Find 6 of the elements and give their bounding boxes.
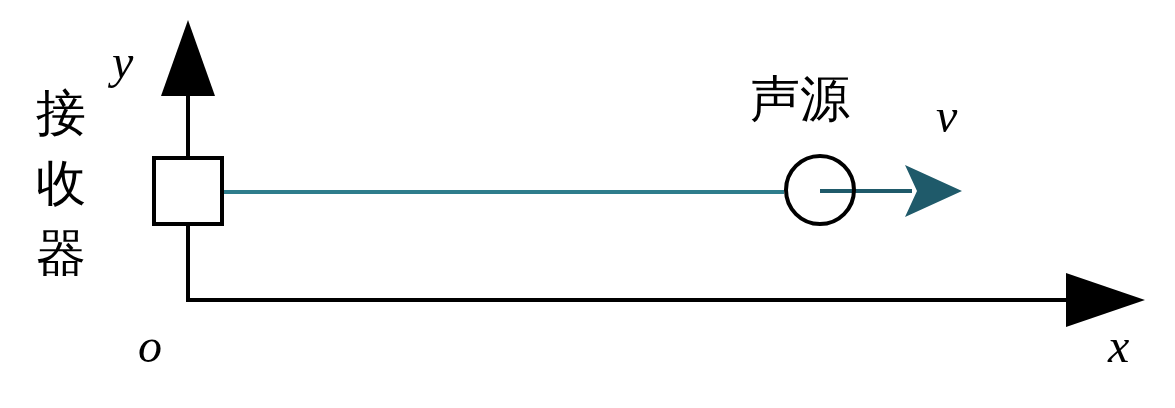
receiver-label: 接收器 [36, 84, 87, 283]
connector-line [224, 190, 784, 194]
sound-source-label: 声源 [750, 70, 850, 129]
axis-label: x [1108, 322, 1130, 370]
axis-label: o [138, 322, 162, 370]
velocity-label: v [936, 92, 958, 140]
